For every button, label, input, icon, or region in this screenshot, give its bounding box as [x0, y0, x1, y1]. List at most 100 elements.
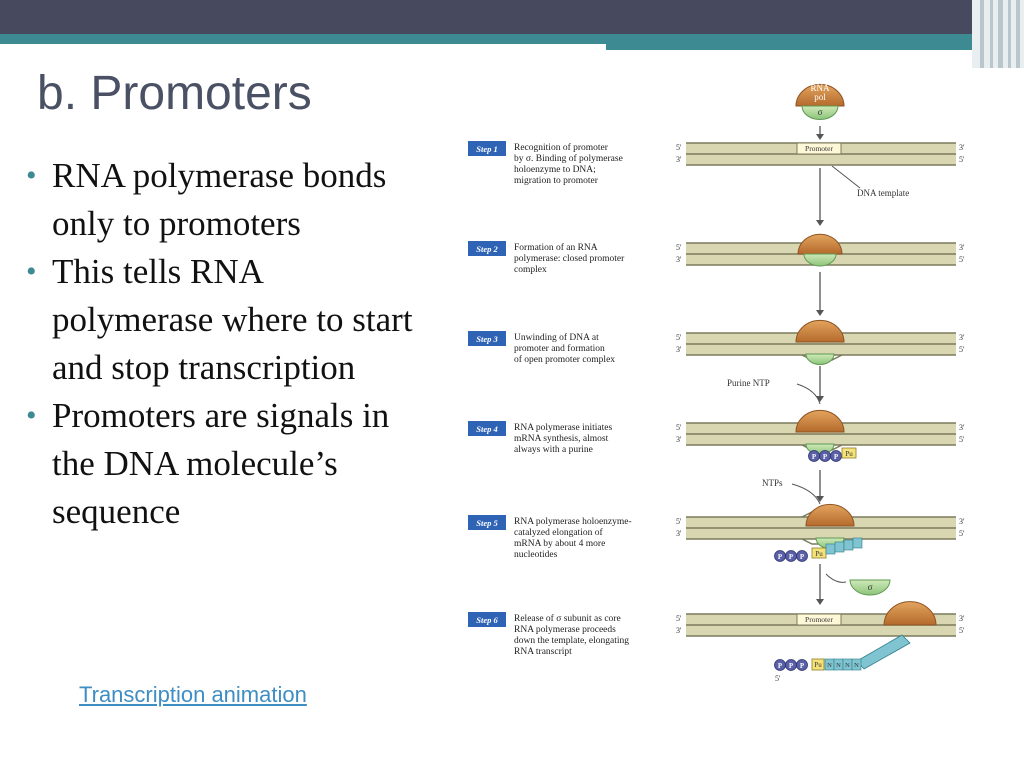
slide-title: b. Promoters — [37, 67, 312, 120]
step-badge-box — [468, 331, 506, 346]
step-description-line: mRNA synthesis, almost — [514, 434, 609, 444]
three-prime-label: 3' — [676, 155, 682, 164]
step-description-line: complex — [514, 265, 547, 275]
five-prime-label: 5' — [775, 674, 781, 683]
nucleotide-label: N — [854, 662, 859, 669]
step-description-line: by σ. Binding of polymerase — [514, 153, 623, 164]
ntps-label: NTPs — [762, 478, 783, 488]
phosphate-label: P — [778, 553, 783, 561]
step-badge-label: Step 4 — [476, 424, 498, 434]
five-prime-label: 5' — [676, 333, 682, 342]
five-prime-label: 5' — [959, 626, 965, 635]
step-badge — [468, 141, 506, 156]
step-badge-box — [468, 241, 506, 256]
step-description-line: holoenzyme to DNA; — [514, 165, 596, 175]
five-prime-label: 5' — [959, 435, 965, 444]
step-badge-box — [468, 515, 506, 530]
transcription-animation-link[interactable]: Transcription animation — [79, 682, 307, 707]
corner-decoration — [972, 0, 1024, 68]
rna-polymerase — [795, 83, 845, 107]
three-prime-label: 3' — [676, 345, 682, 354]
step-description-line: promoter and formation — [514, 343, 605, 354]
step-description-line: mRNA by about 4 more — [514, 539, 605, 549]
header-accent-tail — [606, 44, 1024, 50]
bullet-item: •RNA polymerase bonds only to promoters — [22, 152, 432, 248]
mrna-nucleotide — [825, 543, 836, 555]
bullet-list: •RNA polymerase bonds only to promoters … — [22, 152, 432, 536]
purine-ntp-arrow — [796, 383, 821, 405]
rna-polymerase — [795, 319, 845, 343]
promoter-box — [796, 613, 842, 626]
step-description-line: migration to promoter — [514, 176, 599, 186]
dna-template-label: DNA template — [857, 188, 909, 198]
sigma-subunit — [801, 105, 839, 120]
step-description-line: polymerase: closed promoter — [514, 254, 625, 264]
phosphate-bead — [830, 450, 842, 462]
sigma-subunit — [803, 253, 837, 267]
bullet-dot: • — [26, 255, 37, 288]
step-description-line: catalyzed elongation of — [514, 527, 603, 538]
bullet-item: •Promoters are signals in the DNA molecu… — [22, 392, 432, 536]
phosphate-label: P — [789, 662, 794, 670]
step-badge-label: Step 6 — [476, 615, 498, 625]
five-prime-label: 5' — [676, 614, 682, 623]
phosphate-label: P — [800, 662, 805, 670]
three-prime-label: 3' — [959, 423, 965, 432]
header-accent-band — [0, 34, 1024, 46]
rna-transcript — [856, 634, 911, 670]
mrna-nucleotide — [852, 537, 863, 549]
step-badge-label: Step 5 — [476, 518, 498, 528]
step-description-line: Recognition of promoter — [514, 142, 609, 153]
header-bar — [0, 0, 1024, 34]
five-prime-label: 5' — [959, 255, 965, 264]
flow-arrowhead — [816, 496, 824, 502]
bullet-dot: • — [26, 159, 37, 192]
promoter-box — [796, 142, 842, 155]
rna-pol-label: RNA — [810, 83, 830, 93]
flow-arrowhead — [816, 396, 824, 402]
sigma-subunit — [849, 579, 891, 596]
rna-polymerase — [883, 601, 937, 626]
step-badge — [468, 515, 506, 530]
step-description-line: of open promoter complex — [514, 354, 615, 365]
step-badge-box — [468, 141, 506, 156]
mrna-nucleotide — [843, 539, 854, 551]
flow-arrowhead — [816, 310, 824, 316]
rna-pol-label: pol — [814, 92, 826, 102]
nucleotide-label: N — [827, 662, 832, 669]
phosphate-label: P — [812, 453, 817, 461]
rna-polymerase — [797, 233, 843, 255]
sigma-release-arrow — [825, 573, 847, 583]
step-description-line: Release of σ subunit as core — [514, 613, 621, 624]
step-badge — [468, 421, 506, 436]
five-prime-label: 5' — [676, 423, 682, 432]
step-description-line: RNA polymerase proceeds — [514, 625, 616, 635]
step-description-line: nucleotides — [514, 550, 558, 560]
dna-template-pointer — [831, 165, 861, 189]
mrna-nucleotide — [851, 658, 862, 671]
step-badge-label: Step 1 — [476, 144, 498, 154]
five-prime-label: 5' — [959, 345, 965, 354]
bullet-item: •This tells RNA polymerase where to star… — [22, 248, 432, 392]
phosphate-label: P — [800, 553, 805, 561]
step-badge — [468, 612, 506, 627]
purine-nucleotide — [811, 658, 825, 671]
step-badge-box — [468, 421, 506, 436]
five-prime-label: 5' — [676, 143, 682, 152]
step-description-line: RNA polymerase holoenzyme- — [514, 517, 632, 527]
nucleotide-label: N — [836, 662, 841, 669]
three-prime-label: 3' — [959, 333, 965, 342]
three-prime-label: 3' — [676, 529, 682, 538]
step-description-line: always with a purine — [514, 445, 593, 455]
flow-arrowhead — [816, 599, 824, 605]
step-description-line: down the template, elongating — [514, 636, 629, 646]
sigma-label: σ — [818, 107, 823, 117]
rna-polymerase — [795, 409, 845, 433]
phosphate-label: P — [823, 453, 828, 461]
three-prime-label: 3' — [676, 626, 682, 635]
flow-arrowhead — [816, 220, 824, 226]
three-prime-label: 3' — [959, 143, 965, 152]
five-prime-label: 5' — [959, 155, 965, 164]
step-badge — [468, 241, 506, 256]
phosphate-bead — [796, 659, 808, 671]
